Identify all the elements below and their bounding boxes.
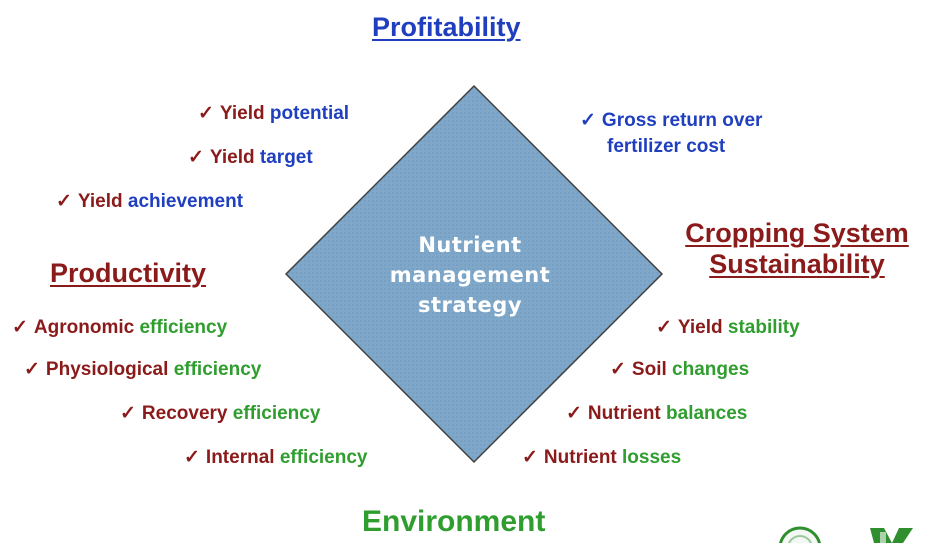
item-term: Nutrient (543, 447, 617, 468)
center-label-line-2: management (389, 263, 551, 287)
item-term: Internal (205, 447, 275, 468)
item-term: Nutrient (587, 403, 661, 424)
item-qualifier: efficiency (232, 403, 321, 424)
item-qualifier: balances (666, 403, 748, 424)
checkmark-icon: ✓ (188, 147, 204, 168)
item-qualifier: potential (269, 103, 350, 124)
item-qualifier: target (259, 147, 313, 168)
item-qualifier: achievement (127, 191, 244, 212)
item-term: Agronomic (33, 317, 135, 338)
item-qualifier: stability (727, 317, 800, 338)
item-qualifier: efficiency (279, 447, 368, 468)
checkmark-icon: ✓ (56, 191, 72, 212)
checkmark-icon: ✓ (184, 447, 200, 468)
productivity-item: ✓Physiological efficiency (24, 358, 261, 381)
item-text-line-1: Gross return over (601, 110, 763, 131)
item-qualifier: losses (622, 447, 682, 468)
checkmark-icon: ✓ (610, 359, 626, 380)
checkmark-icon: ✓ (522, 447, 538, 468)
checkmark-icon: ✓ (580, 110, 596, 131)
profitability-item: ✓Yield potential (198, 102, 349, 125)
productivity-item: ✓Recovery efficiency (120, 402, 320, 425)
diamond-polygon (284, 84, 664, 464)
profitability-item: ✓Yield achievement (56, 190, 243, 213)
sustainability-item: ✓Yield stability (656, 316, 800, 339)
heading-productivity: Productivity (50, 258, 207, 288)
item-term: Yield (677, 317, 723, 338)
center-label: Nutrient management strategy (380, 230, 560, 320)
item-term: Yield (219, 103, 265, 124)
item-term: Soil (631, 359, 667, 380)
item-text-line-2: fertilizer cost (607, 136, 726, 157)
productivity-item: ✓Internal efficiency (184, 446, 367, 469)
item-term: Yield (209, 147, 255, 168)
item-term: Recovery (141, 403, 228, 424)
sustainability-item: ✓Soil changes (610, 358, 749, 381)
heading-profitability: Profitability (372, 12, 521, 42)
checkmark-icon: ✓ (12, 317, 28, 338)
checkmark-icon: ✓ (656, 317, 672, 338)
center-label-line-3: strategy (417, 293, 523, 317)
item-qualifier: changes (672, 359, 750, 380)
heading-sustainability-line-1: Cropping System (685, 218, 909, 248)
profitability-item-gross-return: ✓Gross return over fertilizer cost (580, 108, 762, 160)
profitability-item: ✓Yield target (188, 146, 313, 169)
center-label-line-1: Nutrient (418, 233, 522, 257)
checkmark-icon: ✓ (24, 359, 40, 380)
item-term: Physiological (45, 359, 169, 380)
productivity-item: ✓Agronomic efficiency (12, 316, 227, 339)
item-term: Yield (77, 191, 123, 212)
checkmark-icon: ✓ (198, 103, 214, 124)
checkmark-icon: ✓ (120, 403, 136, 424)
sustainability-item: ✓Nutrient losses (522, 446, 681, 469)
heading-environment: Environment (362, 505, 546, 538)
heading-sustainability-line-2: Sustainability (709, 249, 885, 279)
sustainability-item: ✓Nutrient balances (566, 402, 747, 425)
checkmark-icon: ✓ (566, 403, 582, 424)
heading-sustainability: Cropping System Sustainability (654, 218, 940, 280)
item-qualifier: efficiency (173, 359, 262, 380)
item-qualifier: efficiency (139, 317, 228, 338)
